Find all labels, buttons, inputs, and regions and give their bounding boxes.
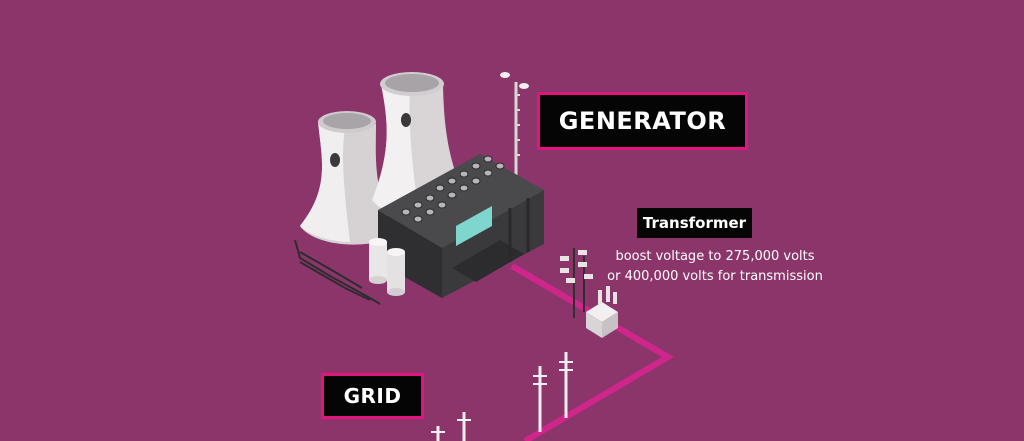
transformer-pole [560, 248, 593, 318]
transformer-description-line: boost voltage to 275,000 volts [615, 249, 815, 264]
generator-label: GENERATOR [537, 92, 748, 150]
antenna-mast [500, 72, 529, 176]
storage-tanks [369, 238, 405, 296]
grid-pylon [533, 366, 547, 432]
transmission-line [510, 263, 674, 441]
transformer-description: boost voltage to 275,000 volts or 400,00… [600, 247, 830, 287]
transformer-unit [586, 286, 618, 338]
control-screen [456, 206, 492, 246]
tower-window [330, 153, 340, 167]
grid-pylon [457, 412, 471, 441]
grid-pylon [431, 426, 445, 441]
transformer-label: Transformer [637, 208, 752, 238]
base-pipes [294, 239, 381, 305]
tower-window [401, 113, 411, 127]
grid-label: GRID [321, 373, 424, 419]
grid-pylon [559, 352, 573, 418]
cooling-tower-left [300, 111, 398, 245]
transformer-description-line: or 400,000 volts for transmission [607, 269, 823, 284]
generator-building [378, 154, 544, 298]
